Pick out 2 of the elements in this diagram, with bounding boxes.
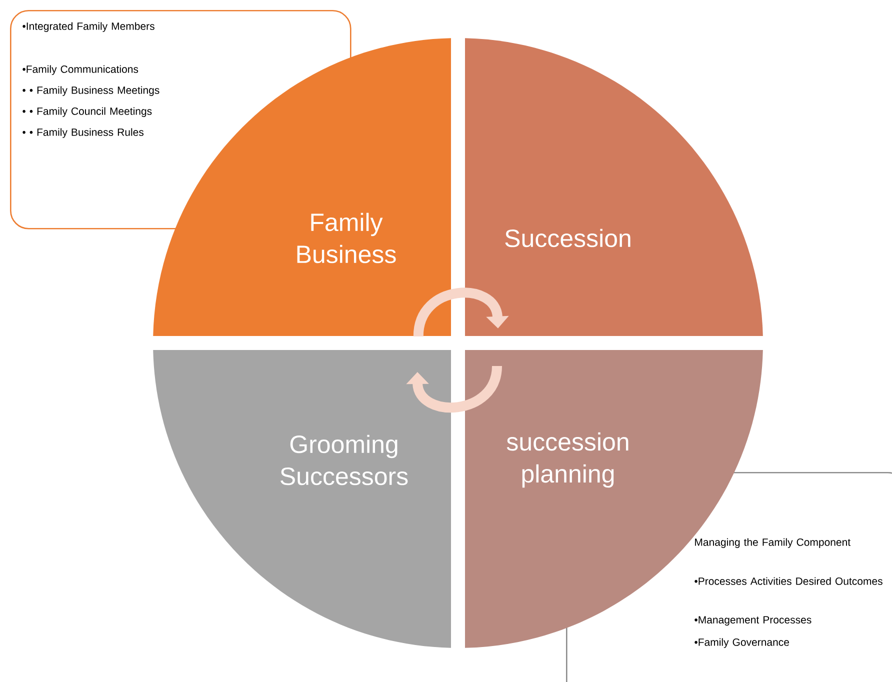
quadrant: Succession bbox=[465, 38, 763, 336]
quadrant: Grooming Successors bbox=[153, 350, 451, 648]
